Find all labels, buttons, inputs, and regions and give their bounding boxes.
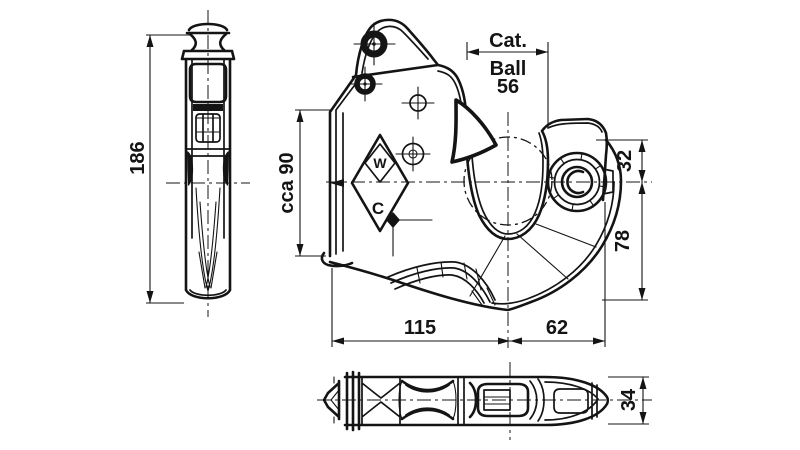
side-view-inner-lines bbox=[185, 58, 231, 297]
dimension-cca90: cca 90 bbox=[276, 109, 332, 257]
dim-62-label: 62 bbox=[546, 317, 568, 339]
side-view-outline bbox=[180, 22, 236, 300]
dim-56-label: 56 bbox=[497, 76, 519, 98]
dim-34-extension-lines bbox=[608, 376, 649, 425]
reference-point-diamond bbox=[386, 212, 400, 228]
dim-115-62-extension-lines bbox=[331, 202, 606, 347]
dim-34-label: 34 bbox=[618, 388, 640, 411]
dim-115-label: 115 bbox=[404, 317, 436, 339]
dimension-32-78: 32 78 bbox=[596, 139, 648, 301]
bottom-view-secondary-lines bbox=[361, 376, 599, 426]
logo-outer-diamond bbox=[350, 133, 410, 233]
dim-78-label: 78 bbox=[612, 230, 634, 252]
latch-ring bbox=[546, 151, 608, 213]
ball-phantom-circle bbox=[463, 136, 553, 226]
manufacturer-diamond-logo: W C bbox=[330, 133, 433, 257]
dim-ball-extension-lines bbox=[466, 42, 549, 128]
upper-lug-hole bbox=[353, 22, 396, 66]
front-view: W C bbox=[320, 18, 652, 348]
side-view bbox=[166, 10, 250, 317]
secondary-hole bbox=[348, 66, 383, 102]
dim-cat-label: Cat. bbox=[489, 30, 527, 52]
logo-inner-diamond bbox=[364, 143, 396, 183]
guide-horn bbox=[450, 98, 498, 164]
dim-32-label: 32 bbox=[614, 150, 636, 172]
side-view-forge-contours bbox=[195, 117, 221, 292]
dimension-186: 186 bbox=[127, 34, 192, 304]
plate-crosshair-hole bbox=[401, 86, 435, 120]
edge-arrow-marker bbox=[330, 179, 344, 187]
logo-letter: W bbox=[373, 155, 387, 171]
dim-34-arrows bbox=[639, 377, 647, 424]
dim-ball-label: Ball bbox=[490, 58, 527, 80]
bottom-view-outline bbox=[322, 370, 610, 432]
bottom-view-detail-lines bbox=[330, 376, 511, 424]
dimension-34: 34 bbox=[608, 376, 649, 425]
dim-186-extension-lines bbox=[146, 34, 192, 304]
dimension-115-62: 115 62 bbox=[331, 202, 606, 347]
front-view-rib-lines bbox=[416, 223, 597, 306]
dim-cca90-label: cca 90 bbox=[276, 152, 298, 213]
dim-186-label: 186 bbox=[127, 141, 149, 174]
plate-ring-hole bbox=[395, 136, 431, 172]
side-view-dark-band bbox=[187, 104, 229, 186]
dim-32-78-arrows bbox=[638, 140, 646, 300]
reference-point-leaders bbox=[392, 219, 433, 257]
logo-mark-letter: C bbox=[372, 199, 384, 218]
bottom-view bbox=[317, 362, 652, 440]
dim-32-78-extension-lines bbox=[596, 139, 648, 301]
dimension-cat-ball-56: Cat. Ball 56 bbox=[466, 30, 549, 128]
